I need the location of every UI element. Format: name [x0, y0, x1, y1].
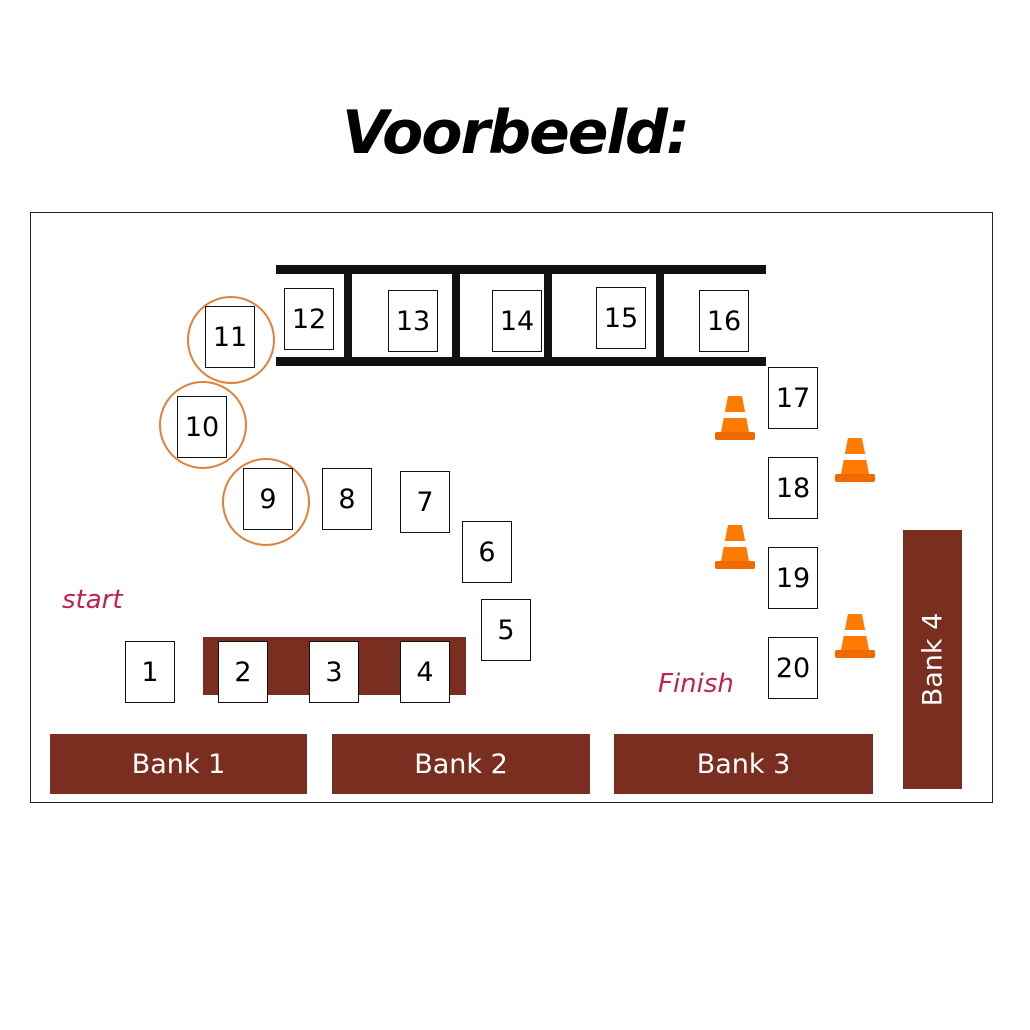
hoop-icon [222, 458, 310, 546]
hoop-icon [159, 381, 247, 469]
station-15: 15 [596, 287, 646, 349]
ladder-icon [276, 265, 766, 366]
station-9: 9 [243, 468, 293, 530]
station-1: 1 [125, 641, 175, 703]
station-16: 16 [699, 290, 749, 352]
station-4: 4 [400, 641, 450, 703]
station-12: 12 [284, 288, 334, 350]
hoop-icon [187, 296, 275, 384]
station-6: 6 [462, 521, 512, 583]
course-area [30, 212, 993, 803]
station-18: 18 [768, 457, 818, 519]
station-14: 14 [492, 290, 542, 352]
start-label: start [62, 585, 123, 615]
station-7: 7 [400, 471, 450, 533]
page-title: Voorbeeld: [342, 98, 690, 168]
bank-3: Bank 3 [614, 734, 873, 794]
station-20: 20 [768, 637, 818, 699]
bank-2: Bank 2 [332, 734, 590, 794]
station-17: 17 [768, 367, 818, 429]
station-5: 5 [481, 599, 531, 661]
station-8: 8 [322, 468, 372, 530]
bank-1: Bank 1 [50, 734, 307, 794]
traffic-cone-icon [835, 438, 875, 482]
station-19: 19 [768, 547, 818, 609]
station-11: 11 [205, 306, 255, 368]
traffic-cone-icon [715, 525, 755, 569]
bank-4: Bank 4 [903, 530, 962, 789]
finish-label: Finish [658, 669, 734, 699]
traffic-cone-icon [715, 396, 755, 440]
bank-4-label: Bank 4 [917, 612, 949, 707]
station-3: 3 [309, 641, 359, 703]
station-2: 2 [218, 641, 268, 703]
station-10: 10 [177, 396, 227, 458]
traffic-cone-icon [835, 614, 875, 658]
station-13: 13 [388, 290, 438, 352]
